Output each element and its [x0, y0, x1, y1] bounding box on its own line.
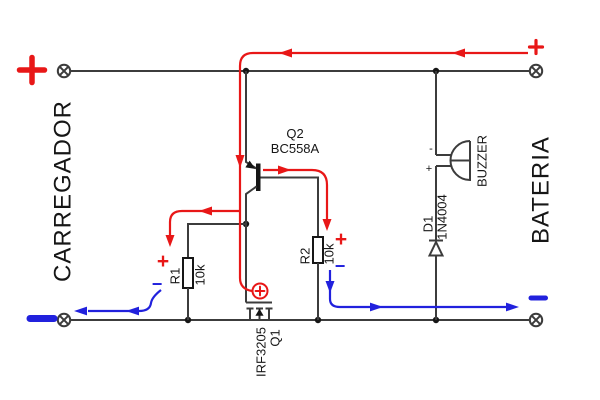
d1-triangle	[427, 239, 445, 257]
terminal-x-icon	[59, 66, 69, 76]
q2-base-wire	[260, 176, 319, 237]
buzzer-label: BUZZER	[474, 135, 489, 187]
gate-plus-cross	[254, 285, 266, 297]
mosfet-q1: IRF3205 Q1	[245, 224, 282, 377]
blue-left-return-line	[88, 289, 162, 313]
red-arrow-left-icon	[199, 206, 212, 216]
r2-ref-label: R2	[297, 248, 312, 265]
q1-drain-tap	[246, 307, 254, 320]
transistor-q2: Q2 BC558A	[245, 71, 320, 237]
terminal-circle	[56, 312, 72, 328]
buzzer-plus-lead	[435, 165, 452, 241]
red-base-branch-line	[263, 168, 329, 222]
buzzer-plus-label: +	[426, 163, 432, 175]
q1-source-tap	[265, 307, 273, 320]
diode-d1: D1 1N4004	[420, 194, 449, 320]
red-arrow-down-icon	[322, 219, 332, 231]
terminal-battery-positive	[528, 63, 544, 79]
red-arrow-left-icon	[279, 48, 292, 58]
q2-base-bar	[256, 163, 261, 191]
buzzer-minus-label: -	[429, 143, 433, 155]
red-arrow-down-icon	[165, 235, 175, 247]
gate-plus-node-icon	[251, 282, 269, 300]
r1-top-wire	[187, 223, 246, 258]
terminal-battery-negative	[528, 312, 544, 328]
charger-plus-icon	[16, 54, 48, 86]
terminal-x-icon	[531, 66, 541, 76]
battery-side-label: BATERIA	[527, 136, 554, 244]
r2-minus-label: −	[335, 256, 346, 276]
blue-right-return-line	[328, 270, 506, 309]
battery-plus-icon	[527, 38, 545, 56]
buzzer: - + BUZZER	[426, 71, 489, 241]
terminal-circle	[56, 63, 72, 79]
blue-arrow-right-icon	[370, 302, 383, 312]
terminal-circle	[528, 63, 544, 79]
r1-ref-label: R1	[167, 268, 182, 285]
q1-ref-label: Q1	[267, 329, 282, 346]
r1-value-label: 10k	[192, 264, 207, 285]
terminal-charger-negative	[56, 312, 72, 328]
resistor-r1: R1 10k	[167, 223, 246, 320]
terminal-x-icon	[59, 315, 69, 325]
d1-ref-label: D1	[420, 216, 435, 233]
q2-collector-wire	[245, 185, 258, 224]
red-arrow-right-icon	[278, 165, 291, 175]
blue-arrow-down-icon	[325, 281, 335, 293]
blue-arrow-left-icon	[126, 306, 139, 316]
q2-ref-label: Q2	[286, 126, 303, 141]
q1-body-arrow-icon	[255, 308, 264, 316]
red-arrow-down-icon	[235, 155, 245, 168]
charger-side-label: CARREGADOR	[49, 100, 76, 282]
blue-arrow-left-icon	[74, 306, 87, 316]
q2-emitter-wire	[245, 71, 258, 170]
r2-plus-label: +	[335, 228, 347, 251]
r2-value-label: 10k	[321, 243, 336, 264]
terminal-circle	[528, 312, 544, 328]
q2-part-label: BC558A	[271, 141, 320, 156]
red-main-flow-line	[238, 51, 528, 293]
red-current-path: + +	[16, 38, 545, 300]
q2-emitter-arrow-icon	[245, 160, 256, 169]
red-arrow-left-icon	[452, 48, 465, 58]
red-r1-branch-line	[168, 209, 240, 238]
terminal-x-icon	[531, 315, 541, 325]
r1-minus-label: −	[152, 274, 163, 294]
r1-plus-label: +	[157, 250, 169, 273]
resistor-r2: R2 10k	[297, 236, 336, 320]
q1-part-label: IRF3205	[253, 327, 268, 377]
d1-part-label: 1N4004	[434, 194, 449, 240]
blue-current-path: − −	[26, 256, 548, 322]
terminal-charger-positive	[56, 63, 72, 79]
blue-arrow-right-icon	[506, 302, 519, 312]
buzzer-body	[449, 140, 471, 182]
gate-plus-circle	[251, 282, 269, 300]
